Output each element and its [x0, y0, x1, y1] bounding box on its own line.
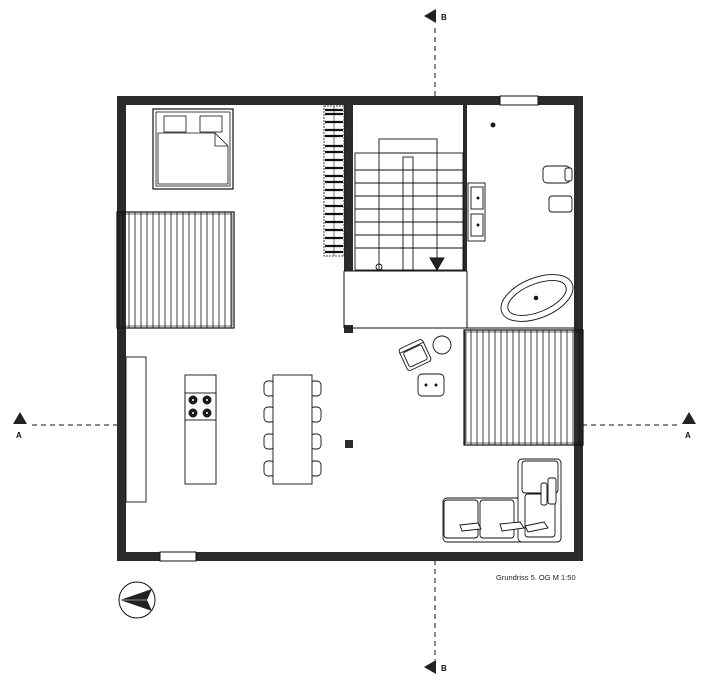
section-marker-b-bottom: B	[424, 660, 447, 674]
columns	[345, 440, 353, 448]
triangle-marker-icon	[424, 9, 436, 23]
side-table	[432, 335, 452, 355]
windows	[159, 95, 539, 562]
bathroom	[467, 122, 574, 322]
terrace-left	[116, 211, 235, 329]
kitchen-counter	[125, 356, 147, 503]
plan-caption: Grundriss 5. OG M 1:50	[496, 573, 576, 582]
interior-walls	[344, 103, 467, 333]
cooktop-icon	[188, 395, 212, 418]
bidet	[548, 195, 573, 213]
section-label-a-right: A	[685, 431, 691, 440]
terrace-right	[463, 329, 584, 446]
sofa	[442, 458, 562, 543]
section-label-b-bottom: B	[441, 664, 447, 673]
wall-lines	[343, 270, 574, 329]
dining-table	[263, 374, 322, 485]
bed	[152, 108, 234, 190]
section-marker-b-top: B	[424, 9, 447, 23]
lounge-chairs	[398, 335, 452, 397]
triangle-marker-icon	[13, 412, 27, 424]
section-marker-a-left: A	[13, 412, 27, 440]
stair-direction-arrow-icon	[429, 257, 445, 271]
section-label-a-left: A	[16, 431, 22, 440]
triangle-marker-icon	[424, 660, 436, 674]
kitchen-island	[184, 374, 217, 485]
section-marker-a-right: A	[682, 412, 696, 440]
section-label-b-top: B	[441, 13, 447, 22]
staircase	[354, 138, 464, 271]
wardrobe	[323, 105, 345, 257]
north-arrow-icon	[118, 581, 156, 619]
triangle-marker-icon	[682, 412, 696, 424]
